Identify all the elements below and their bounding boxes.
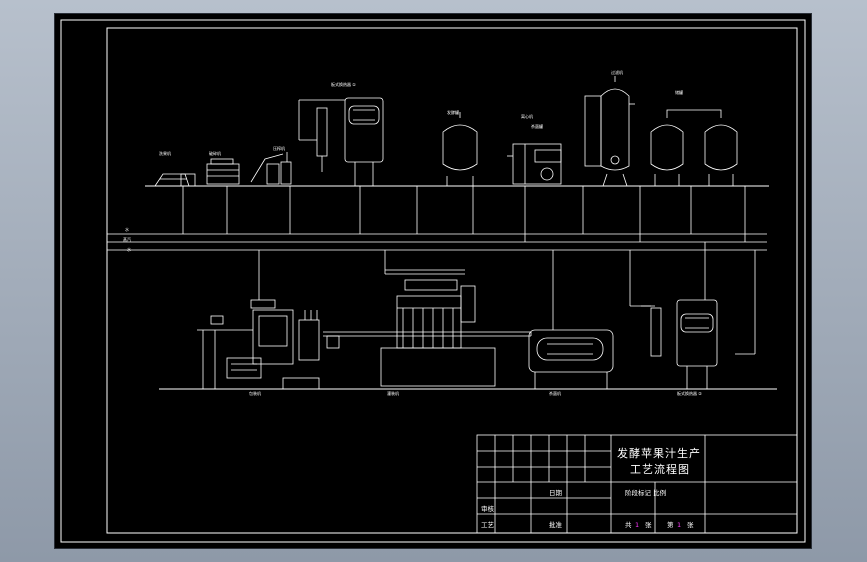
storage-tank-1: [650, 124, 684, 186]
label-packing-machine: 包装机: [249, 390, 261, 396]
upper-pipe-drops: [182, 186, 746, 242]
process-flow-diagram: 水 蒸汽 水: [60, 19, 806, 543]
tunnel-sterilizer: [528, 329, 614, 389]
date-label: 日期: [549, 489, 563, 497]
label-press: 压榨机: [273, 145, 285, 151]
side-label-steam: 蒸汽: [123, 236, 131, 242]
sheet-unit: 张: [645, 520, 652, 529]
drawing-sheet: 水 蒸汽 水: [55, 14, 811, 548]
drawing-title-line1: 发酵苹果汁生产: [617, 446, 701, 460]
label-filling-machine: 灌装机: [387, 390, 399, 396]
label-fermentation-tank: 发酵罐: [447, 109, 459, 115]
drawing-title-line2: 工艺流程图: [630, 462, 690, 476]
centrifuge: [507, 143, 562, 185]
crusher-machine: [206, 158, 240, 185]
side-label-water: 水: [125, 226, 129, 232]
sheet-label: 第: [667, 520, 674, 529]
process-label: 工艺: [481, 521, 495, 529]
label-filter: 过滤机: [611, 69, 623, 75]
approve-label: 批准: [549, 520, 563, 529]
label-sterilizing-tank: 杀菌罐: [531, 123, 543, 129]
label-heat-exchanger-2: 板式换热器 ②: [677, 390, 702, 396]
label-crusher: 破碎机: [209, 150, 221, 156]
label-washer: 洗果机: [159, 150, 171, 156]
outer-frame: [60, 19, 806, 543]
check-label: 审核: [481, 504, 495, 513]
total-label: 共: [625, 520, 632, 529]
press-machine: [250, 152, 292, 185]
filling-machine: [380, 269, 496, 387]
heat-exchanger-1: [298, 97, 384, 186]
label-centrifuge: 离心机: [521, 113, 533, 119]
storage-tank-2: [666, 109, 738, 186]
title-block: 发酵苹果汁生产 工艺流程图 审核 工艺 批准 日期 阶段标记 比例 共 1 张 …: [476, 434, 798, 534]
sheet-total: 1: [635, 521, 639, 529]
label-heat-exchanger-1: 板式换热器 ①: [331, 81, 356, 87]
washer-machine: [154, 173, 196, 187]
sheet-number: 1: [677, 521, 681, 529]
filter-column: [584, 76, 635, 187]
transfer-pipes: [258, 242, 756, 355]
sheet-unit-2: 张: [687, 520, 694, 529]
sheet-info-label: 阶段标记 比例: [625, 488, 666, 497]
heat-exchanger-2: [641, 299, 718, 389]
label-storage-tank: 储罐: [675, 89, 683, 95]
packing-machine: [197, 299, 320, 390]
fermentation-tank: [442, 112, 478, 186]
conveyor: [323, 331, 532, 349]
side-label-water-2: 水: [127, 246, 131, 252]
inner-frame: [106, 27, 798, 534]
label-tunnel-sterilizer: 杀菌机: [549, 390, 561, 396]
